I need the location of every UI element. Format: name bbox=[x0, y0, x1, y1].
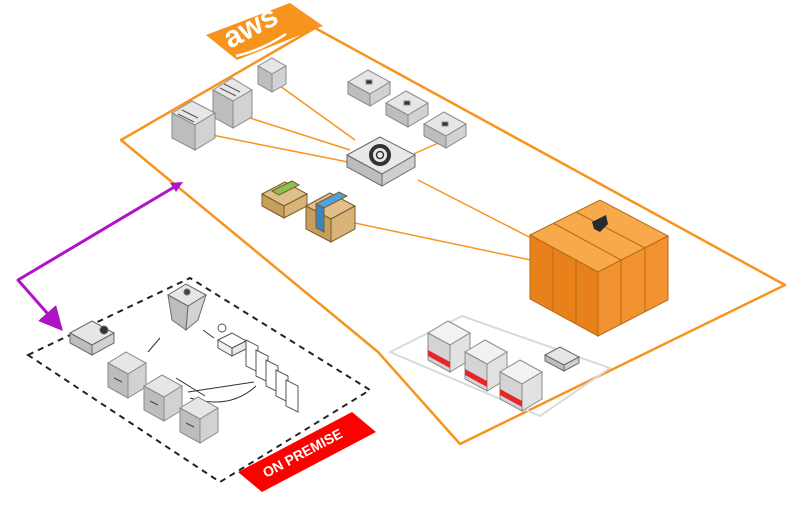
package-icons bbox=[260, 180, 357, 243]
sync-arrow bbox=[16, 182, 183, 332]
server-cluster-icon bbox=[170, 57, 288, 151]
aws-cloud-boundary bbox=[119, 26, 787, 446]
gear-hub-icon bbox=[345, 136, 417, 187]
camera-icon bbox=[68, 320, 116, 356]
instance-icon bbox=[422, 111, 468, 149]
map-pin-icon bbox=[167, 283, 207, 332]
server-icon bbox=[143, 374, 183, 422]
instance-icon bbox=[346, 69, 392, 107]
database-icon bbox=[498, 359, 544, 412]
mail-icon bbox=[216, 323, 248, 357]
premise-server-icons bbox=[107, 351, 219, 444]
database-icons bbox=[426, 320, 544, 412]
package-icon bbox=[304, 191, 357, 243]
storage-block-icon bbox=[528, 199, 670, 337]
database-icon bbox=[426, 320, 472, 373]
server-icon bbox=[179, 396, 219, 444]
document-stack-icon bbox=[245, 339, 299, 413]
package-icon bbox=[260, 180, 309, 219]
gateway-icon bbox=[543, 346, 581, 372]
instance-icons bbox=[346, 69, 468, 149]
instance-icon bbox=[384, 90, 430, 128]
server-icon bbox=[107, 351, 147, 399]
on-premise-badge: ON PREMISE bbox=[238, 412, 376, 492]
aws-badge: aws bbox=[206, 0, 323, 60]
